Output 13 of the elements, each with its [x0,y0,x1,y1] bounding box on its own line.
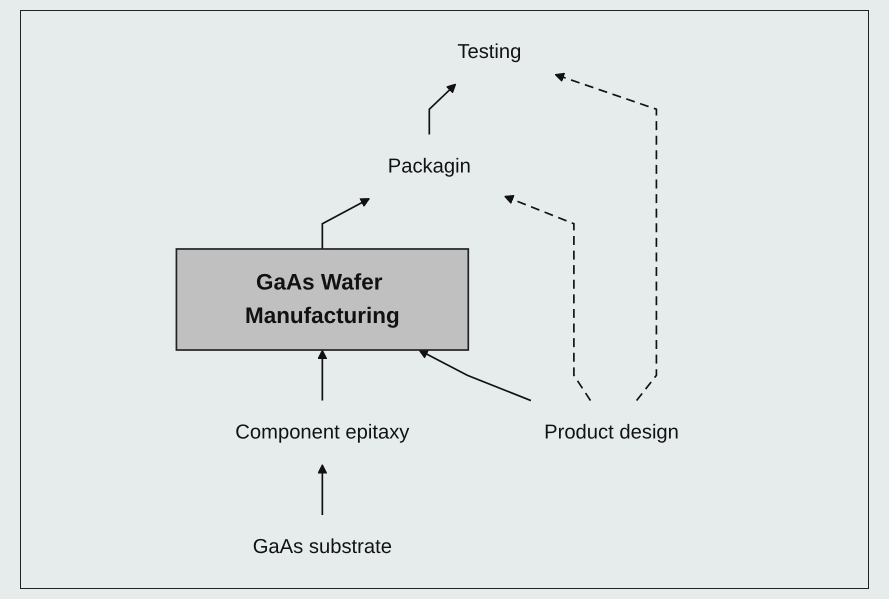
node-text: Product design [544,420,679,444]
node-text: GaAs substrate [252,535,392,558]
node-box: GaAs Wafer Manufacturing [176,248,470,351]
arrow [418,350,532,402]
arrow [428,84,456,134]
node-text: Packagin [388,154,471,178]
arrow [322,198,370,249]
arrow [554,72,658,402]
arrow [317,464,328,516]
arrow [317,350,328,401]
node-text: Testing [457,40,522,63]
arrow [504,194,592,401]
node-text: Component epitaxy [235,420,410,444]
